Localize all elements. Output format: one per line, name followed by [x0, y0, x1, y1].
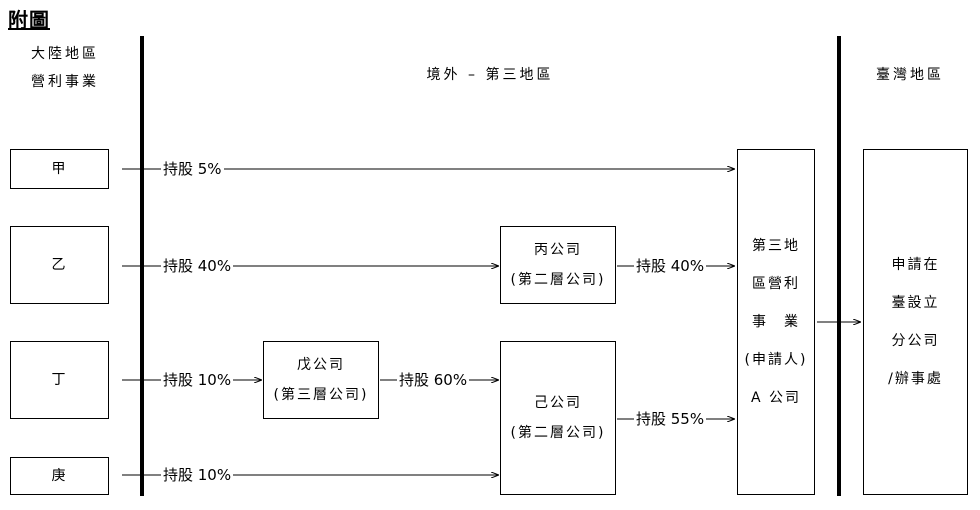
company-bing: 丙公司 (第二層公司): [500, 226, 616, 304]
holding-wu-to-ji: 持股 60%: [397, 371, 470, 389]
header-mainland-line1: 大陸地區: [31, 46, 99, 62]
company-bing-tier: (第二層公司): [510, 272, 606, 288]
entity-ding-label: 丁: [51, 372, 68, 388]
header-mainland-line2: 營利事業: [31, 74, 99, 90]
taiwan-branch-office: 申請在 臺設立 分公司 /辦事處: [863, 149, 968, 495]
company-applicant-a: 第三地 區營利 事 業 (申請人) A 公司: [737, 149, 815, 495]
entity-ding: 丁: [10, 341, 109, 419]
divider-offshore-taiwan: [837, 36, 841, 496]
entity-geng-label: 庚: [51, 468, 68, 484]
header-mainland: 大陸地區 營利事業: [10, 44, 120, 92]
entity-yi-label: 乙: [51, 257, 68, 273]
holding-geng: 持股 10%: [161, 466, 234, 484]
taiwan-line3: 分公司: [891, 333, 940, 349]
holding-ding: 持股 10%: [161, 371, 234, 389]
taiwan-line1: 申請在: [891, 257, 940, 273]
taiwan-line2: 臺設立: [891, 295, 940, 311]
holding-jia: 持股 5%: [161, 160, 224, 178]
taiwan-line4: /辦事處: [888, 371, 943, 387]
applicant-line1: 第三地: [752, 238, 800, 254]
company-ji-name: 己公司: [534, 395, 582, 411]
header-taiwan: 臺灣地區: [876, 67, 944, 83]
entity-yi: 乙: [10, 226, 109, 304]
company-wu: 戊公司 (第三層公司): [263, 341, 379, 419]
applicant-line3: 事 業: [752, 314, 800, 330]
header-offshore: 境外 – 第三地區: [426, 67, 554, 83]
entity-geng: 庚: [10, 457, 109, 495]
diagram-title: 附圖: [8, 8, 50, 32]
company-wu-name: 戊公司: [297, 357, 345, 373]
applicant-line2: 區營利: [752, 276, 800, 292]
entity-jia: 甲: [10, 149, 109, 189]
entity-jia-label: 甲: [51, 161, 68, 177]
holding-ji-to-a: 持股 55%: [634, 410, 707, 428]
company-wu-tier: (第三層公司): [273, 387, 369, 403]
company-bing-name: 丙公司: [534, 242, 582, 258]
holding-bing-to-a: 持股 40%: [634, 257, 707, 275]
holding-yi: 持股 40%: [161, 257, 234, 275]
company-ji-tier: (第二層公司): [510, 425, 606, 441]
applicant-line5: A 公司: [750, 390, 802, 406]
applicant-line4: (申請人): [744, 352, 808, 368]
company-ji: 己公司 (第二層公司): [500, 341, 616, 495]
